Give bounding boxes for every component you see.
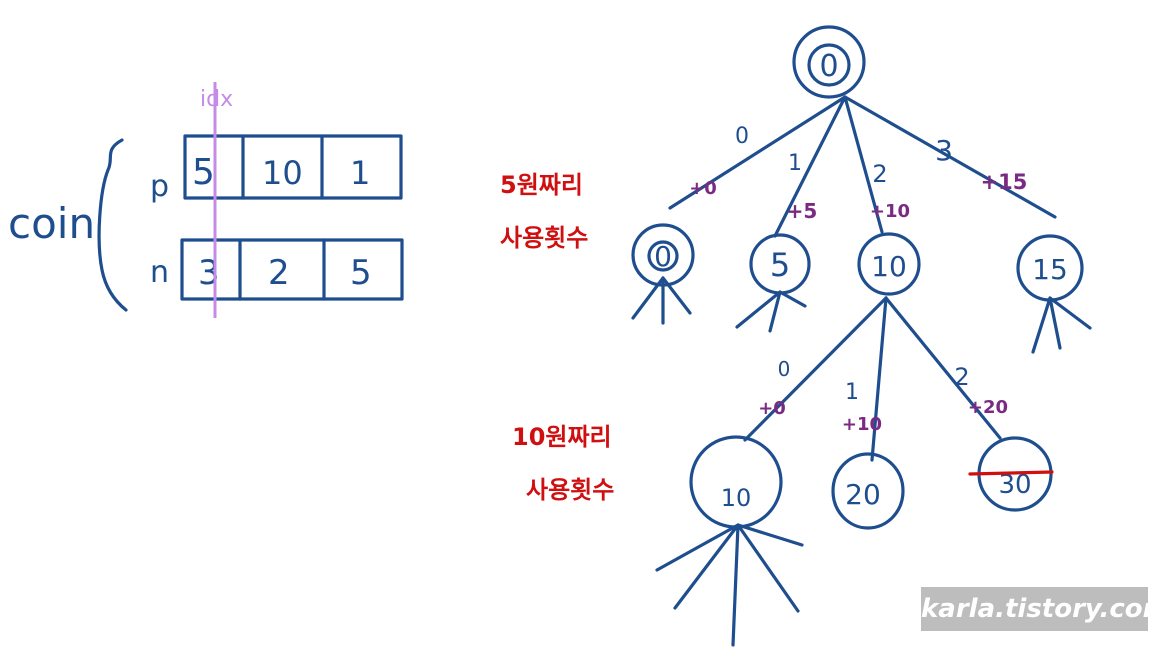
edge-count-label: 0 [735, 124, 749, 149]
tree-node-value: 0 [654, 240, 672, 273]
edge-count-label: 1 [845, 380, 859, 405]
edge-add-label: +10 [842, 414, 882, 435]
edge-count-label: 3 [935, 134, 953, 167]
edge-count-label: 1 [788, 151, 802, 176]
tree-node-l1-1: 5 [735, 233, 811, 333]
tree-node-circle [831, 452, 905, 530]
tree-node-value: 10 [721, 484, 752, 512]
n-array-frame [180, 238, 404, 301]
edge-add-label: +0 [758, 398, 786, 419]
tree-node-l2-0: 10 [655, 435, 804, 647]
tree-edge [743, 296, 888, 442]
tree-node-branches [735, 290, 807, 333]
tree-edge [870, 296, 888, 462]
strike-through-line [968, 470, 1054, 476]
edge-counts-level1: 0 1 2 3 [735, 124, 953, 188]
tree-node-value: 20 [845, 478, 881, 511]
tree-node-value: 15 [1032, 253, 1068, 286]
tree-node-branches [631, 276, 692, 325]
edge-add-label: +0 [689, 178, 717, 199]
tree-node-l2-1: 20 [831, 452, 905, 530]
edge-counts-level2: 0 1 2 [778, 357, 970, 405]
n-array: 3 2 5 [180, 238, 404, 301]
annotation-5won: 5원짜리 [500, 171, 583, 199]
tree-node-circle [689, 435, 783, 529]
tree-node-l2-2: 30 [968, 436, 1054, 512]
p-row-label: p [150, 169, 169, 204]
tree-edges-level2 [743, 296, 1002, 462]
idx-label: idx [200, 87, 233, 112]
tree-root-node: 0 [792, 25, 866, 99]
edge-count-label: 2 [872, 160, 887, 188]
annotation-5won-count: 사용횟수 [500, 224, 588, 252]
tree-node-circle [857, 232, 921, 296]
edge-adds-level1: +0 +5 +10 +15 [689, 170, 1027, 223]
tree-node-circle [792, 25, 866, 99]
tree-edge [668, 95, 847, 210]
tree-node-value: 30 [998, 470, 1031, 500]
tree-edge [773, 95, 847, 238]
tree-node-l1-3: 15 [1016, 234, 1092, 354]
p-array: 5 10 1 [183, 134, 403, 200]
edge-add-label: +10 [870, 201, 910, 222]
n-row-label: n [150, 255, 169, 290]
coin-brace [97, 138, 128, 312]
p-cell: 1 [350, 154, 370, 192]
tree-node-inner-circle [647, 240, 679, 272]
edge-add-label: +15 [981, 170, 1028, 194]
edge-add-label: +5 [787, 199, 818, 223]
tree-edges-level1 [668, 95, 1057, 238]
tree-edge [884, 296, 1002, 440]
tree-node-branches [655, 523, 804, 647]
p-cell: 5 [192, 152, 215, 193]
p-cell: 10 [262, 154, 303, 192]
edge-adds-level2: +0 +10 +20 [758, 397, 1008, 435]
annotation-10won: 10원짜리 [512, 423, 612, 451]
edge-count-label: 0 [778, 357, 791, 381]
tree-node-value: 5 [770, 246, 790, 284]
edge-count-label: 2 [954, 363, 969, 391]
tree-node-inner-circle [807, 43, 851, 87]
tree-node-l1-0: 0 [631, 223, 695, 325]
tree-node-l1-2: 10 [857, 232, 921, 296]
annotation-10won-count: 사용횟수 [526, 476, 614, 504]
tree-edge [843, 95, 1057, 219]
tree-node-value: 10 [871, 250, 907, 283]
p-array-frame [183, 134, 403, 200]
tree-node-value: 0 [819, 49, 838, 84]
coin-label: coin [8, 199, 95, 248]
watermark: karla.tistory.com [921, 587, 1170, 631]
n-cell: 2 [268, 253, 290, 293]
tree-edge [843, 95, 884, 234]
n-cell: 5 [350, 253, 372, 293]
edge-add-label: +20 [968, 397, 1008, 418]
tree-node-branches [1031, 296, 1092, 354]
